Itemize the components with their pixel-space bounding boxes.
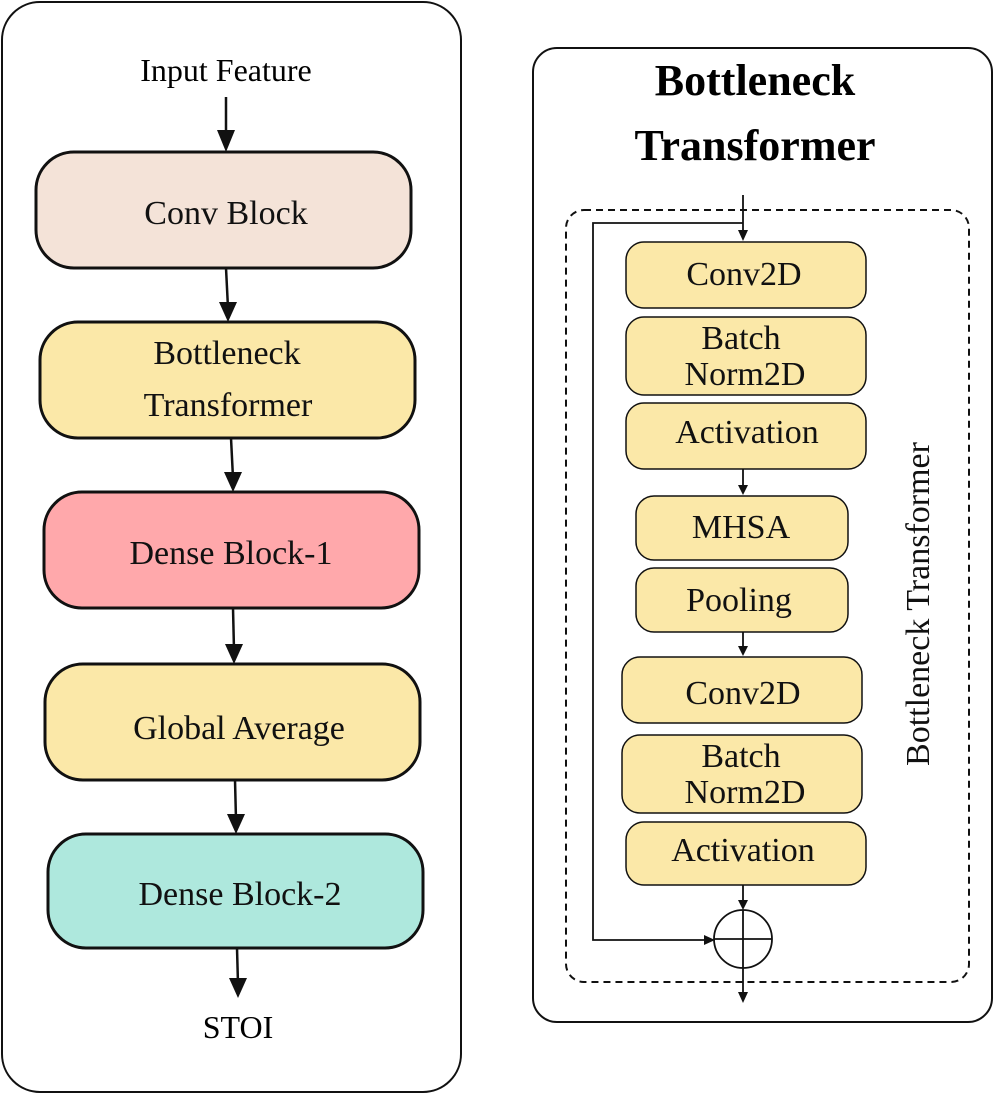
batchnorm2d-2-label-line2: Norm2D (685, 774, 806, 811)
right-panel-title-line1: Bottleneck (655, 56, 856, 105)
conv2d-1-label: Conv2D (686, 256, 801, 293)
arrow-add-to-output (738, 968, 748, 1003)
conv2d-2-box (621, 656, 863, 724)
dense-block-1-label: Dense Block-1 (129, 535, 332, 572)
batchnorm2d-1-label-line1: Batch (701, 320, 780, 357)
conv-block-label: Conv Block (144, 195, 307, 232)
batchnorm2d-2-label-line1: Batch (701, 738, 780, 775)
activation-2-label: Activation (671, 832, 815, 869)
arrow-into-conv2d-1 (738, 195, 748, 241)
arrow-bottleneck-to-dense1 (224, 437, 242, 492)
bottleneck-transformer-side-label: Bottleneck Transformer (900, 441, 937, 766)
bottleneck-dashed-boundary (565, 209, 970, 983)
mhsa-box (635, 495, 849, 561)
bottleneck-transformer-box (38, 320, 417, 440)
bottleneck-transformer-label-line2: Transformer (144, 387, 313, 424)
dense-block-1-box (42, 490, 421, 610)
arrow-conv-to-bottleneck (219, 267, 237, 322)
conv2d-1-box (625, 241, 867, 309)
pooling-label: Pooling (686, 582, 792, 619)
arrow-activation1-to-mhsa (738, 469, 748, 495)
input-feature-label: Input Feature (140, 52, 312, 88)
activation-1-label: Activation (675, 414, 819, 451)
global-average-label: Global Average (133, 710, 345, 747)
activation-2-box (625, 821, 867, 886)
batchnorm2d-2-box (621, 734, 863, 814)
residual-skip-connection (592, 222, 743, 945)
activation-1-box (625, 402, 867, 470)
batchnorm2d-1-label-line2: Norm2D (685, 356, 806, 393)
conv-block-box (34, 150, 413, 270)
dense-block-2-box (46, 832, 425, 950)
stoi-output-label: STOI (203, 1009, 274, 1045)
global-average-box (43, 662, 422, 782)
conv2d-2-label: Conv2D (685, 675, 800, 712)
arrow-activation2-to-add (738, 885, 748, 910)
bottleneck-transformer-label-line1: Bottleneck (153, 335, 300, 372)
pooling-box (635, 567, 849, 633)
right-panel: Bottleneck Transformer Conv2D Batch Norm… (532, 47, 993, 1023)
arrow-dense2-to-output (229, 947, 247, 998)
right-panel-title-line2: Transformer (634, 121, 875, 170)
arrow-dense1-to-global (225, 607, 243, 664)
arrow-pooling-to-conv2d-2 (738, 632, 748, 656)
mhsa-label: MHSA (692, 509, 791, 546)
residual-add-icon (713, 909, 773, 969)
arrow-global-to-dense2 (227, 779, 245, 834)
arrow-input-to-conv (217, 97, 235, 152)
left-panel: Input Feature Conv Block Bottleneck Tran… (1, 1, 462, 1093)
batchnorm2d-1-box (625, 316, 867, 396)
dense-block-2-label: Dense Block-2 (138, 876, 341, 913)
